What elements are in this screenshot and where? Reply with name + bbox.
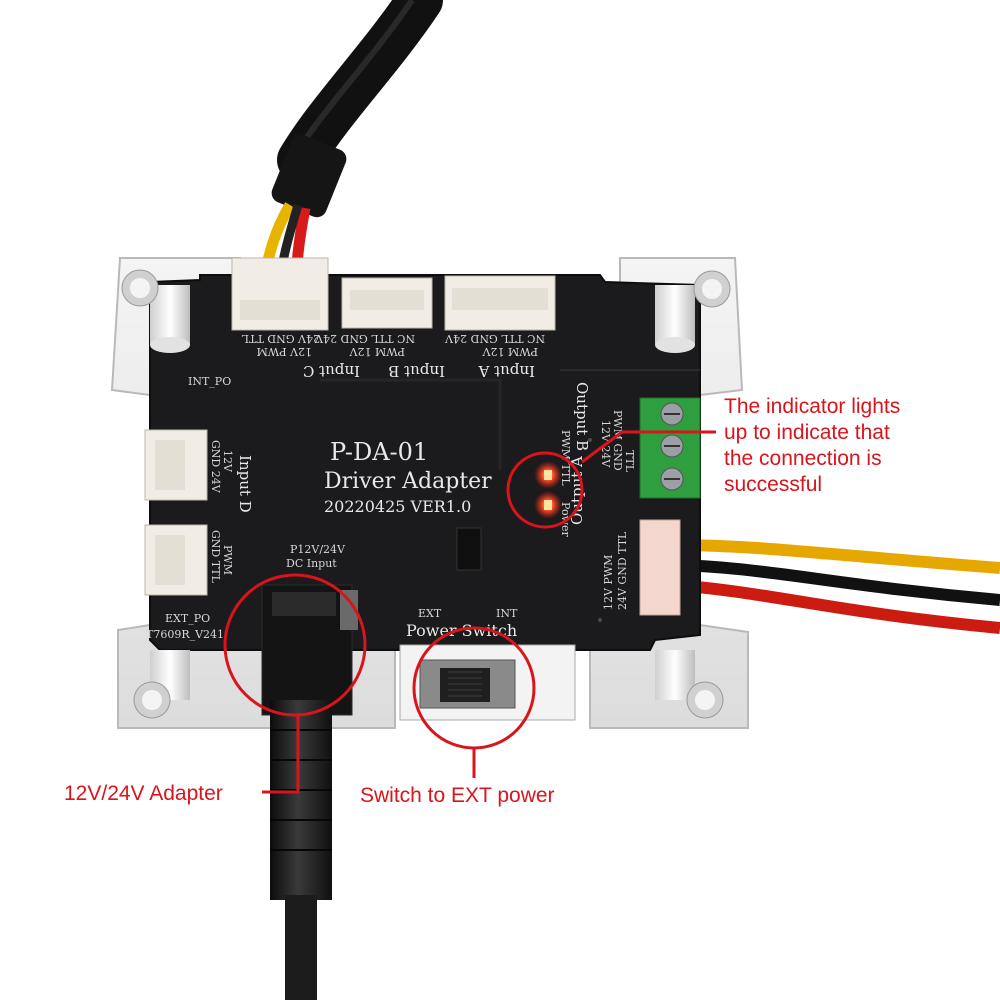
label-input-b: Input B [388, 362, 445, 380]
adapter-cable [270, 700, 332, 1000]
highlight-circle-dc-jack [223, 573, 367, 717]
label-input-d: Input D [236, 455, 254, 513]
pins-input-a-2: PWM 12V [482, 345, 538, 358]
standoff-top-right [655, 270, 731, 353]
input-cable-top [256, 0, 443, 293]
connector-input-d-upper [144, 429, 208, 501]
connector-input-b [341, 277, 433, 329]
board-name: Driver Adapter [324, 469, 492, 494]
pins-input-d-upper-2: 12V [221, 450, 234, 473]
dc-jack [261, 584, 358, 716]
pins-output-b-3: TTL [623, 450, 636, 473]
output-cable-right [669, 539, 1000, 634]
highlight-circle-leds [506, 451, 584, 529]
connector-input-a [444, 275, 556, 331]
label-int-po: INT_PO [188, 375, 231, 388]
pins-output-a-2: 24V GND TTL [616, 531, 629, 610]
pins-input-c-2: 12V PWM [257, 345, 312, 358]
callout-adapter: 12V/24V Adapter [64, 782, 223, 805]
pins-input-a: NC TTL GND 24V [444, 332, 545, 345]
label-switch-ext: EXT [418, 607, 442, 620]
label-input-c: Input C [303, 362, 360, 380]
callout-switch: Switch to EXT power [360, 784, 555, 807]
callout-indicator-line-1: The indicator lights [724, 395, 901, 418]
standoff-top-left [121, 269, 190, 353]
label-output-a: Output A [568, 456, 586, 525]
callout-indicator-line-2: up to indicate that [724, 421, 890, 444]
label-output-b: Output B [573, 382, 591, 451]
power-switch [399, 644, 576, 721]
pins-output-a: 12V PWM [602, 555, 615, 610]
callout-indicator-line-3: the connection is [724, 447, 882, 470]
standoff-bottom-left [133, 650, 190, 719]
pins-output-b-2: PWM GND [611, 410, 624, 471]
callout-indicator: The indicator lights up to indicate that… [724, 394, 900, 498]
standoff-bottom-right [655, 650, 724, 719]
connector-input-d-lower [144, 524, 208, 596]
board-version: 20220425 VER1.0 [324, 497, 471, 516]
ic-chip [456, 527, 482, 571]
connector-input-c [231, 257, 329, 331]
annotation-marks [223, 430, 716, 794]
pins-input-b: NC TTL GND 24V [314, 332, 415, 345]
leader-line-indicator [581, 430, 716, 464]
callout-indicator-line-4: successful [724, 473, 823, 496]
leader-line-adapter [262, 715, 300, 794]
label-input-a: Input A [478, 362, 535, 380]
pins-input-d-lower: GND TTL [209, 530, 222, 584]
board-model: P-DA-01 [330, 438, 428, 466]
label-dc-input-1: P12V/24V [290, 543, 346, 556]
indicator-leds [534, 461, 562, 519]
pins-input-b-2: PWM 12V [349, 345, 405, 358]
pins-input-d-lower-2: PWM [221, 545, 234, 575]
label-part-code: T7609R_V241 [146, 628, 224, 641]
connector-output-a [639, 519, 681, 616]
pins-input-d-upper: GND 24V [209, 440, 222, 494]
label-ext-po: EXT_PO [165, 612, 210, 625]
terminal-block-output-b [639, 397, 701, 499]
label-dc-input-2: DC Input [286, 557, 337, 570]
pins-input-c: 24V GND TTL [241, 332, 320, 345]
label-switch-int: INT [496, 607, 518, 620]
